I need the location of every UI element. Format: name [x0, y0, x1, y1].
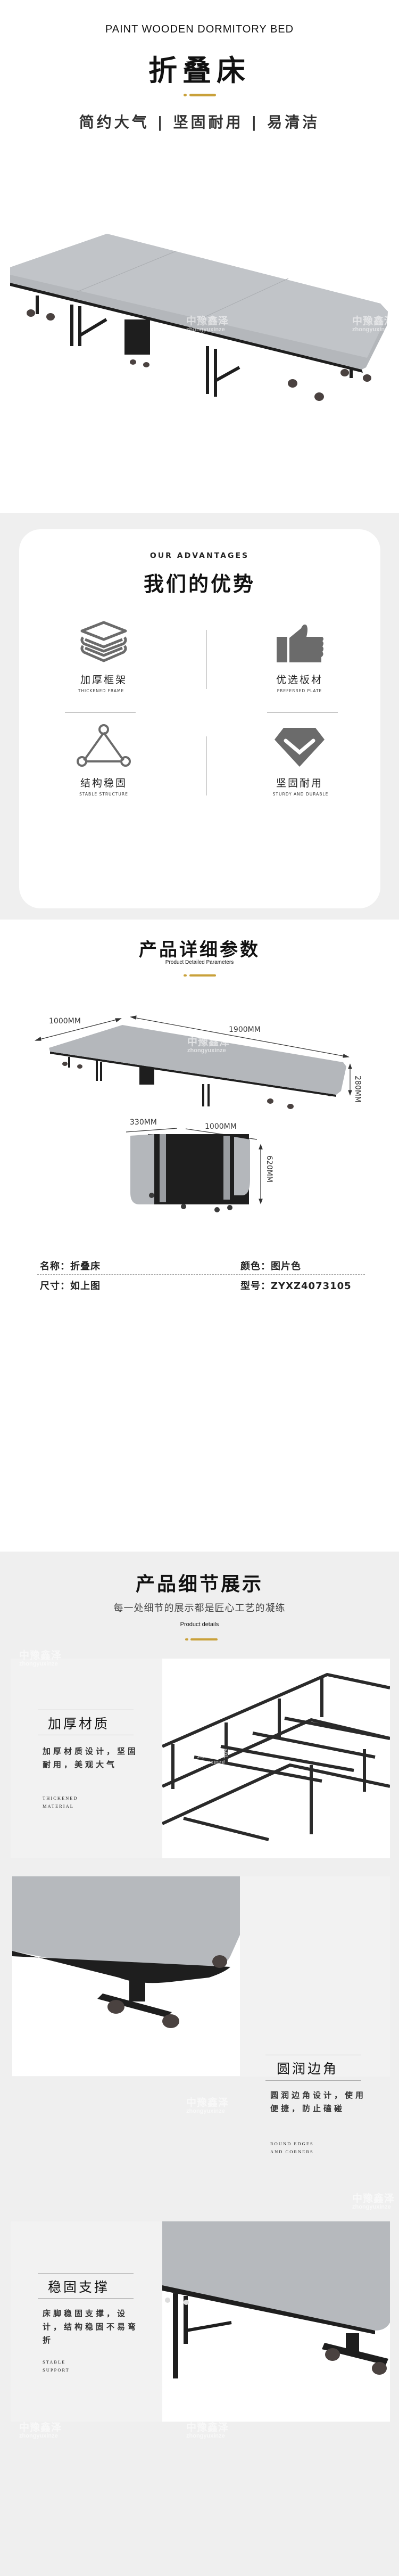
accent-dot — [184, 94, 187, 96]
advantages-card — [19, 529, 380, 908]
divider — [65, 712, 136, 713]
advantage-en: STABLE STRUCTURE — [79, 792, 128, 797]
dim-folded-depth: 330MM — [130, 1118, 157, 1127]
advantage-label: 结构稳固 — [80, 777, 127, 789]
dim-folded-width: 1000MM — [205, 1122, 237, 1131]
detail-body: 圆润边角设计，使用便捷，防止磕碰 — [270, 2090, 367, 2113]
advantage-en: STURDY AND DURABLE — [272, 792, 329, 797]
dim-folded-height: 620MM — [265, 1155, 273, 1183]
divider — [206, 736, 207, 795]
spec-model: 型号：ZYXZ4073105 — [240, 1281, 352, 1292]
detail-body: 加厚材质设计，坚固耐用，美观大气 — [43, 1746, 139, 1769]
layers-icon — [80, 621, 127, 662]
spec-color: 颜色：图片色 — [240, 1261, 301, 1272]
diamond-check-icon — [275, 728, 325, 767]
spec-size: 尺寸：如上图 — [40, 1281, 101, 1292]
accent-line — [189, 94, 216, 96]
support-detail-image — [162, 2221, 390, 2422]
spec-divider — [37, 1274, 365, 1275]
accent-line — [189, 974, 216, 977]
parameters-title: 产品详细参数 — [139, 939, 260, 961]
advantages-eyebrow: OUR ADVANTAGES — [149, 552, 250, 560]
heading-rule — [38, 2273, 134, 2274]
fold-hinge-box — [124, 319, 150, 355]
advantage-en: THICKENED FRAME — [78, 688, 124, 693]
thumbs-up-icon — [277, 624, 323, 662]
advantage-label: 坚固耐用 — [276, 777, 323, 789]
advantage-en: PREFERRED PLATE — [277, 688, 322, 693]
frame-detail-image — [162, 1659, 390, 1858]
hero-eyebrow: PAINT WOODEN DORMITORY BED — [105, 23, 294, 35]
details-title: 产品细节展示 — [135, 1573, 263, 1595]
detail-body: 床脚稳固支撑，设计，结构稳固不易弯折 — [43, 2309, 139, 2345]
heading-rule — [38, 2298, 134, 2299]
details-en: Product details — [180, 1621, 219, 1628]
dim-length: 1900MM — [229, 1026, 261, 1034]
hero-bed-image — [10, 234, 388, 401]
dimension-diagram — [35, 1015, 352, 1212]
triangle-nodes-icon — [77, 724, 131, 767]
hero-title: 折叠床 — [148, 54, 251, 87]
detail-heading: 加厚材质 — [48, 1716, 110, 1732]
divider — [206, 630, 207, 689]
spec-name: 名称：折叠床 — [40, 1261, 101, 1272]
parameters-subtitle: Product Detailed Parameters — [165, 959, 234, 965]
details-subtitle: 每一处细节的展示都是匠心工艺的凝练 — [113, 1603, 286, 1614]
advantage-label: 加厚框架 — [80, 674, 127, 686]
corner-detail-image — [12, 1876, 240, 2076]
detail-heading: 圆润边角 — [277, 2061, 339, 2077]
accent-dot — [184, 974, 187, 977]
detail-heading: 稳固支撑 — [48, 2279, 110, 2295]
accent-line — [190, 1638, 218, 1640]
advantages-title: 我们的优势 — [143, 572, 255, 596]
hero-tagline: 简约大气 | 坚固耐用 | 易清洁 — [79, 113, 320, 131]
divider — [267, 712, 338, 713]
accent-dot — [185, 1638, 188, 1640]
dim-width: 1000MM — [49, 1017, 81, 1026]
heading-rule — [265, 2080, 361, 2081]
advantage-label: 优选板材 — [276, 674, 323, 686]
dim-height: 280MM — [353, 1076, 362, 1103]
